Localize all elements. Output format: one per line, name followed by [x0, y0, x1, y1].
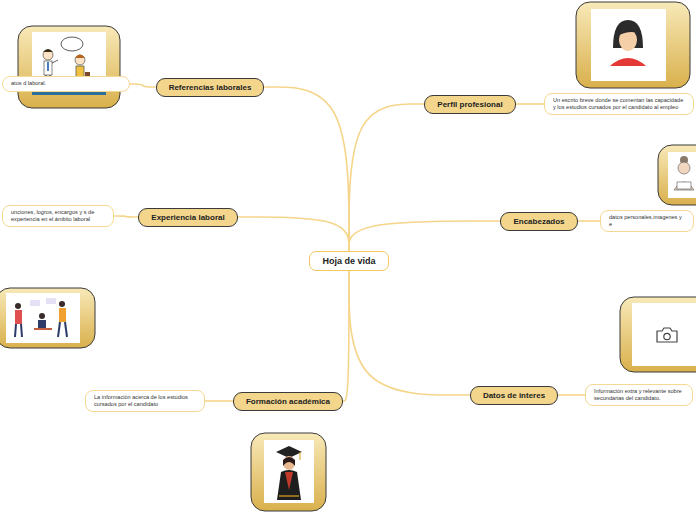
branch-connector	[578, 220, 600, 222]
description-box: unciones, logros, encargos y s de experi…	[2, 205, 114, 228]
description-box: La información acerca de los estudios cu…	[85, 390, 205, 413]
branch-connector	[264, 87, 349, 251]
branch-topic: Encabezados	[500, 212, 577, 231]
node-text: Un escrito breve donde se comentan las c…	[553, 97, 685, 112]
description-box: datos personales,imagenes y e	[600, 210, 694, 233]
branch-connector	[349, 221, 500, 251]
branch-connector	[205, 400, 233, 402]
node-text: Perfil profesional	[437, 100, 502, 109]
description-box: Un escrito breve donde se comentan las c…	[544, 93, 694, 116]
node-text: La información acerca de los estudios cu…	[94, 394, 196, 409]
node-text: Datos de interes	[483, 391, 545, 400]
node-text: Información extra y relevante sobre secu…	[594, 388, 684, 403]
branch-connector	[516, 103, 544, 105]
woman-avatar-picture	[576, 2, 690, 88]
node-text: atos d laboral.	[11, 80, 121, 87]
description-box: atos d laboral.	[2, 76, 130, 91]
description-box: Información extra y relevante sobre secu…	[585, 384, 693, 407]
branch-connector	[130, 84, 156, 87]
team-work-picture	[0, 288, 95, 348]
branch-connector	[238, 217, 349, 251]
branch-connector	[349, 271, 470, 395]
branch-topic: Referencias laborales	[156, 78, 265, 97]
camera-picture	[620, 297, 696, 372]
branch-connector	[343, 271, 349, 401]
node-text: Formación académica	[246, 397, 330, 406]
node-text: datos personales,imagenes y e	[609, 214, 685, 229]
node-text: Hoja de vida	[322, 256, 375, 266]
graduate-picture	[251, 433, 326, 511]
woman-reading-picture	[658, 145, 696, 205]
branch-topic: Perfil profesional	[424, 95, 515, 114]
node-text: Encabezados	[513, 217, 564, 226]
branch-connector	[114, 216, 138, 217]
node-text: Referencias laborales	[169, 83, 252, 92]
branch-connector	[558, 394, 585, 396]
branch-topic: Experiencia laboral	[138, 208, 237, 227]
central-topic: Hoja de vida	[309, 251, 388, 271]
people-talking-picture	[18, 26, 120, 108]
node-text: unciones, logros, encargos y s de experi…	[11, 209, 105, 224]
node-text: Experiencia laboral	[151, 213, 224, 222]
branch-topic: Formación académica	[233, 392, 343, 411]
branch-topic: Datos de interes	[470, 386, 558, 405]
branch-connector	[349, 104, 424, 251]
